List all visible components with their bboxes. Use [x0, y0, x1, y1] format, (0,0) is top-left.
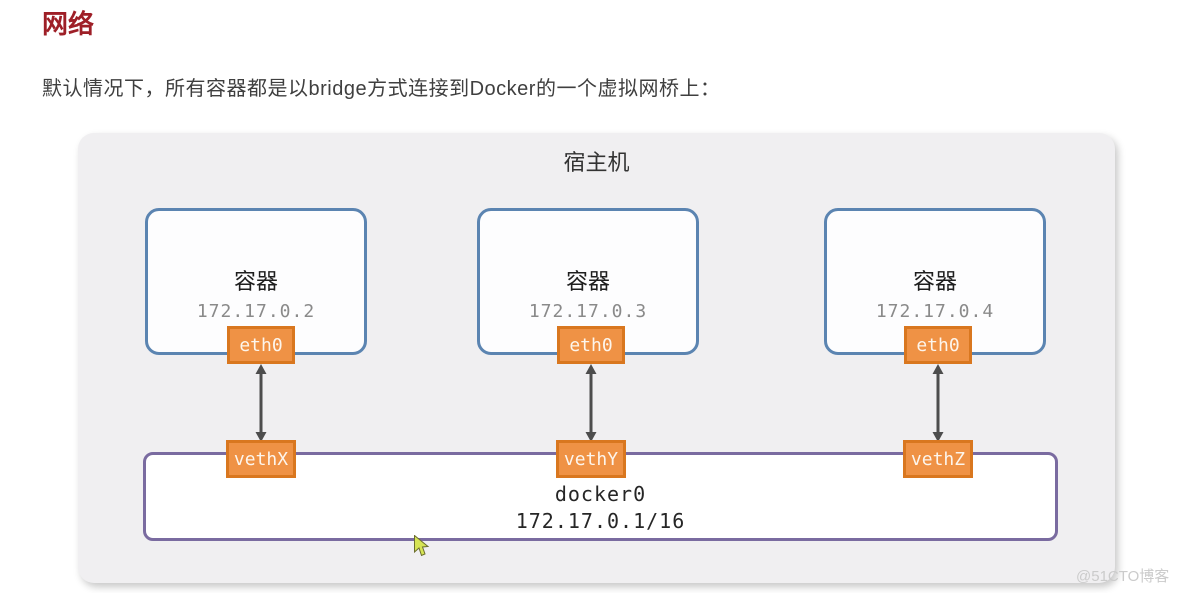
host-machine-label: 宿主机 — [563, 150, 630, 175]
container-ip: 172.17.0.4 — [875, 301, 995, 322]
eth0-tag-3: eth0 — [904, 326, 972, 364]
bridge-cidr: 172.17.0.1/16 — [515, 509, 686, 533]
double-arrow-icon — [585, 364, 597, 442]
container-ip: 172.17.0.2 — [196, 301, 316, 322]
vethY-tag: vethY — [556, 440, 626, 478]
mouse-cursor-icon — [414, 535, 430, 557]
container-label: 容器 — [233, 269, 278, 294]
double-arrow-icon — [932, 364, 944, 442]
container-label: 容器 — [912, 269, 957, 294]
intro-text: 默认情况下，所有容器都是以bridge方式连接到Docker的一个虚拟网桥上： — [42, 78, 721, 100]
vethZ-tag: vethZ — [903, 440, 973, 478]
container-ip: 172.17.0.3 — [528, 301, 648, 322]
eth0-tag-1: eth0 — [227, 326, 295, 364]
vethX-tag: vethX — [226, 440, 296, 478]
bridge-name: docker0 — [554, 482, 647, 506]
eth0-tag-2: eth0 — [557, 326, 625, 364]
double-arrow-icon — [255, 364, 267, 442]
page-title: 网络 — [42, 9, 95, 39]
host-machine-box: 宿主机 容器 172.17.0.2 容器 172.17.0.3 容器 172.1… — [78, 133, 1115, 583]
watermark: @51CTO博客 — [1076, 568, 1170, 585]
container-label: 容器 — [565, 269, 610, 294]
